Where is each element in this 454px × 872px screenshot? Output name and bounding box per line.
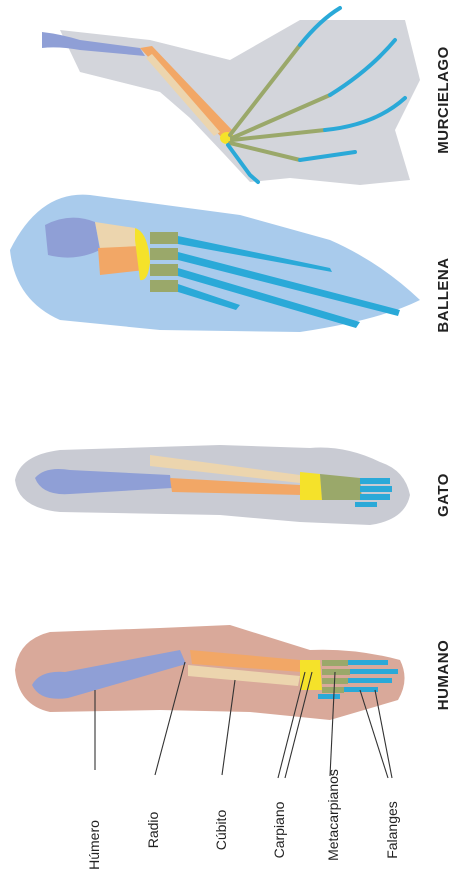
bat-limb bbox=[42, 8, 420, 185]
label-cubito: Cúbito bbox=[213, 810, 229, 851]
label-radio: Radio bbox=[145, 812, 161, 849]
label-humano: HUMANO bbox=[435, 640, 452, 711]
label-ballena: BALLENA bbox=[435, 257, 452, 332]
cat-metacarpals bbox=[320, 474, 362, 500]
whale-humerus bbox=[45, 218, 100, 258]
label-murcielago: MURCIELAGO bbox=[435, 46, 452, 154]
label-carpiano: Carpiano bbox=[271, 801, 287, 858]
cat-carpal bbox=[300, 472, 322, 500]
whale-limb bbox=[10, 195, 420, 332]
label-falanges: Falanges bbox=[384, 801, 400, 859]
cat-limb bbox=[15, 445, 410, 525]
label-humero: Húmero bbox=[86, 820, 102, 870]
label-metacarpianos: Metacarpianos bbox=[325, 769, 341, 861]
label-gato: GATO bbox=[435, 473, 452, 517]
human-limb bbox=[15, 625, 405, 720]
